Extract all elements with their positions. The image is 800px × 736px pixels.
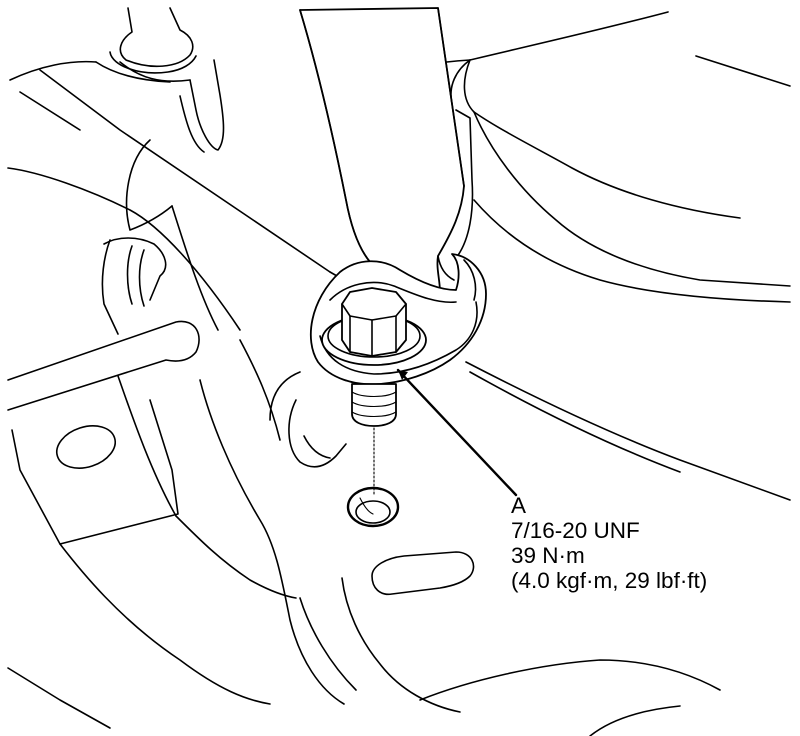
callout-a-label: A 7/16-20 UNF 39 N·m (4.0 kgf·m, 29 lbf·…	[511, 493, 707, 593]
seat-belt-anchor-strap	[299, 7, 474, 293]
body-panel-outlines	[7, 7, 791, 736]
torque-value: 39 N·m	[511, 543, 585, 568]
torque-alt-units: (4.0 kgf·m, 29 lbf·ft)	[511, 568, 708, 593]
flange-bolt	[321, 287, 427, 427]
callout-letter: A	[511, 493, 527, 518]
thread-spec: 7/16-20 UNF	[511, 518, 640, 543]
mounting-hole	[346, 486, 400, 528]
callout-leader-line	[396, 368, 518, 497]
